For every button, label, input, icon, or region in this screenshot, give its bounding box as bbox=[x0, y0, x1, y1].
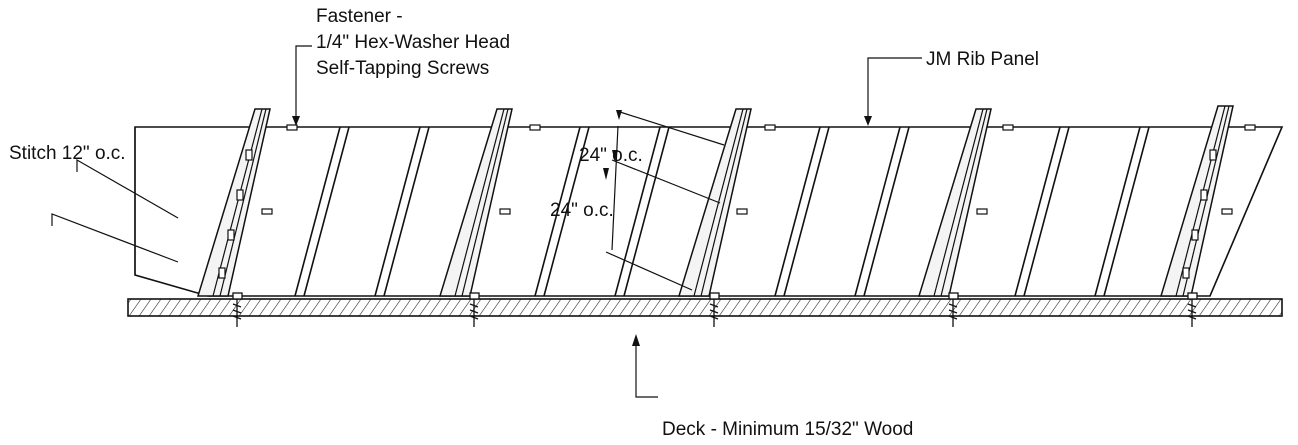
fastener-label-line2: 1/4" Hex-Washer Head bbox=[316, 32, 510, 53]
spacing-label-top: 24" o.c. bbox=[579, 145, 643, 166]
deck-label: Deck - Minimum 15/32" Wood bbox=[662, 419, 913, 440]
stitch-label: Stitch 12" o.c. bbox=[9, 143, 126, 164]
screw bbox=[469, 292, 480, 327]
screw bbox=[709, 292, 720, 327]
leader-lines bbox=[51, 45, 922, 398]
fastener-label-line1: Fastener - bbox=[316, 6, 403, 27]
rib-panel bbox=[134, 105, 1284, 297]
stitch-screws bbox=[218, 149, 1217, 279]
fastener-heads bbox=[261, 124, 1256, 215]
minor-ribs bbox=[294, 126, 1150, 297]
screw bbox=[948, 292, 959, 327]
labels: Fastener - 1/4" Hex-Washer Head Self-Tap… bbox=[9, 6, 1039, 440]
panel-label: JM Rib Panel bbox=[926, 49, 1039, 70]
major-rib bbox=[917, 108, 992, 297]
screw bbox=[1187, 292, 1198, 327]
major-rib bbox=[677, 108, 752, 297]
spacing-label-bottom: 24" o.c. bbox=[550, 200, 614, 221]
arrowheads bbox=[292, 110, 872, 346]
wood-deck bbox=[127, 298, 1283, 317]
deck-screws bbox=[232, 292, 1198, 327]
fastener-label-line3: Self-Tapping Screws bbox=[316, 58, 489, 79]
screw bbox=[232, 292, 243, 327]
